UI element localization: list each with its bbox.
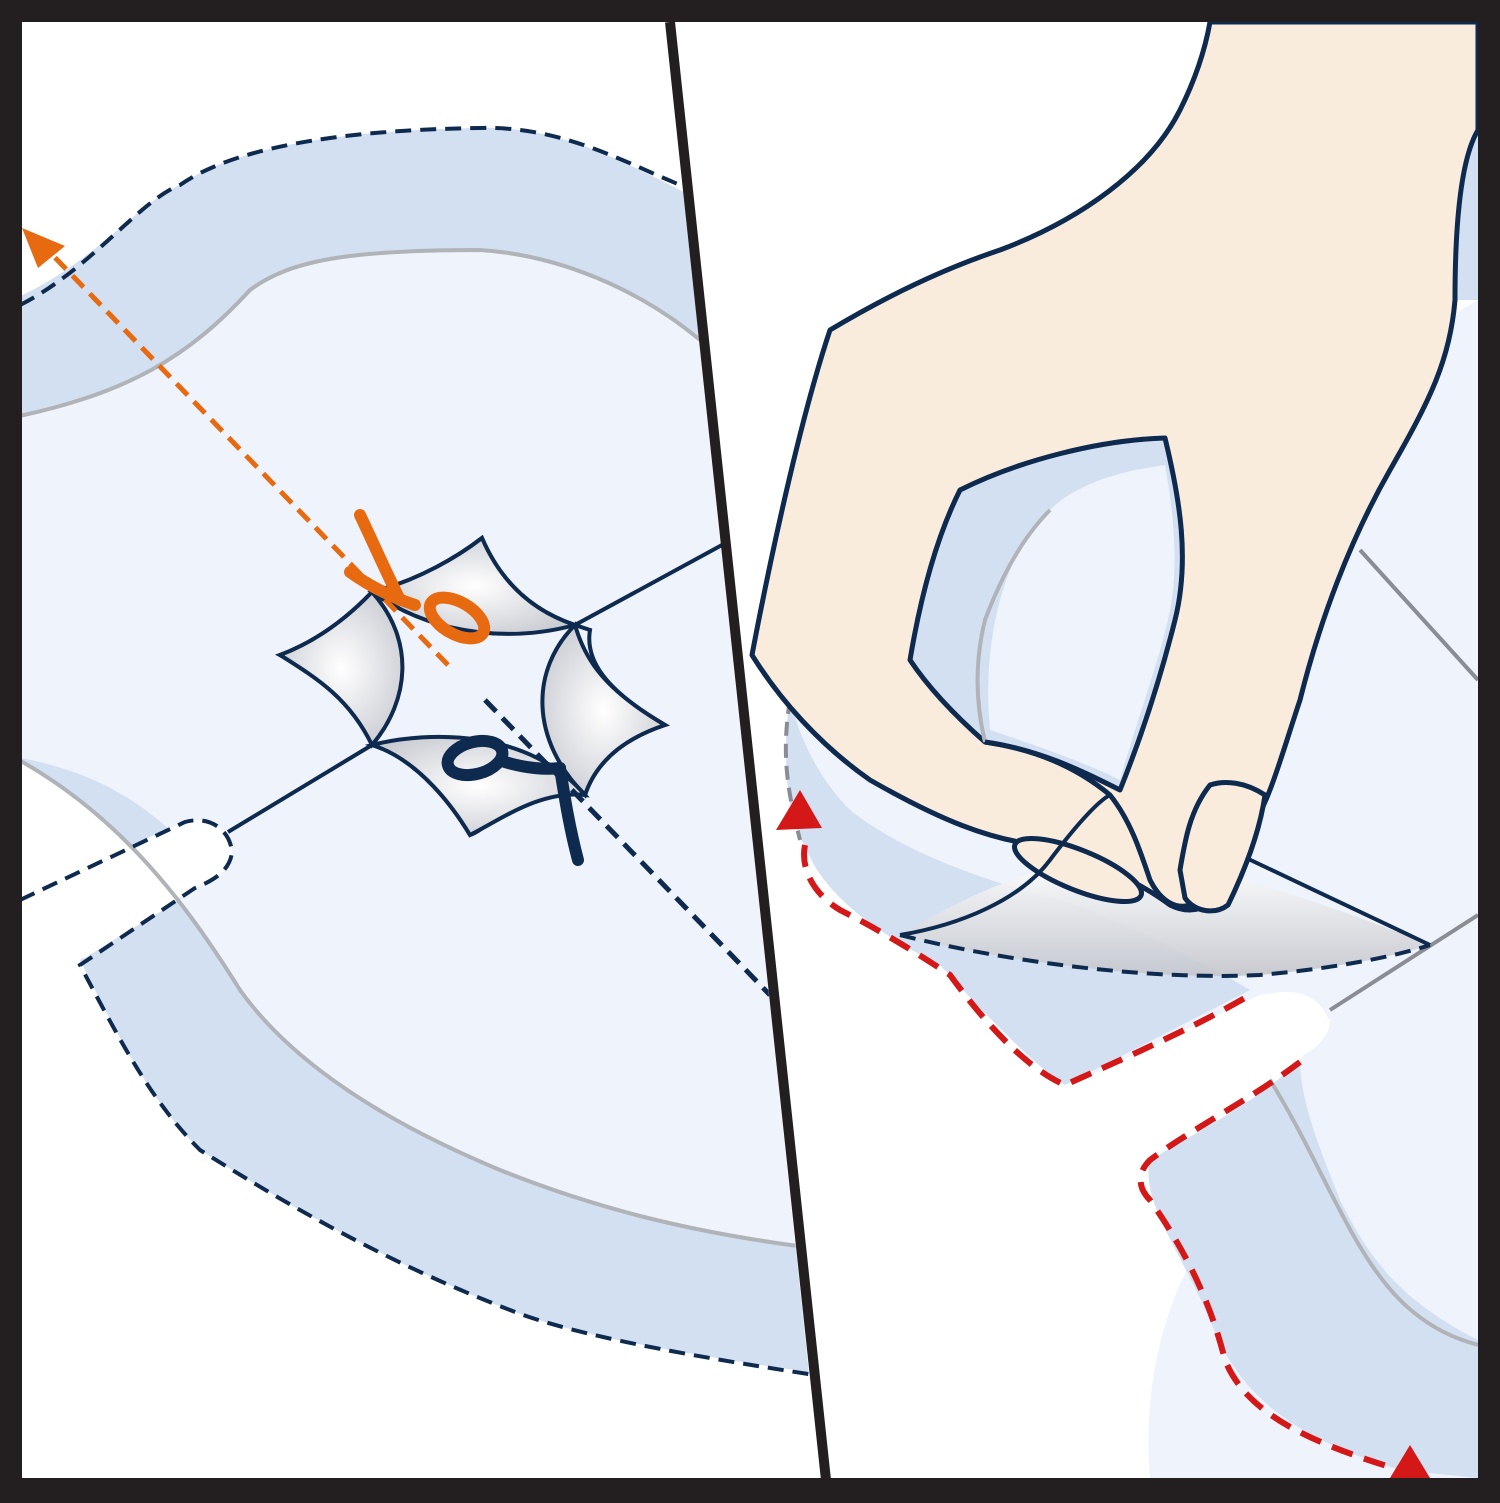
red-peel-path-lower (1137, 1059, 1401, 1473)
dressing-outline-top (22, 125, 681, 307)
peeled-film-edge (899, 933, 1431, 978)
flap-right (540, 621, 670, 799)
panel-divider (665, 21, 831, 1481)
red-arrowhead-icon (776, 790, 822, 830)
fingernail (1012, 835, 1144, 905)
navy-cut-line (483, 698, 772, 997)
pinched-film-line (899, 793, 1111, 937)
thumb (1177, 780, 1268, 914)
orange-arrowhead-icon (22, 228, 65, 268)
scissors-icon (441, 734, 584, 866)
backing-gap (22, 820, 232, 958)
red-arrowhead-icon (1390, 1445, 1430, 1478)
finger-gap-inner (988, 465, 1175, 780)
right-panel (749, 22, 1478, 1478)
index-finger-curve (984, 739, 1191, 909)
backing-gap (1080, 991, 1330, 1165)
flap-left (275, 589, 405, 749)
peeled-film-flap (900, 858, 1430, 976)
film-inner-area (22, 250, 820, 1300)
slit-line-lower (226, 743, 374, 834)
slit-line-upper (574, 543, 723, 627)
scissors-icon (344, 509, 491, 645)
gray-dashed-edge (783, 699, 802, 841)
slit-line (1358, 548, 1478, 682)
hand-icon (749, 22, 1478, 937)
red-peel-path (801, 844, 1252, 1089)
upper-dressing-band (22, 127, 700, 420)
flap-bottom (364, 734, 590, 838)
lower-dressing-band (22, 750, 820, 1375)
flap-edge-line (1239, 853, 1431, 947)
lower-dressing-band (1148, 1060, 1478, 1478)
left-panel (22, 125, 820, 1377)
flap-top (367, 534, 582, 636)
inner-edge-line-bottom (22, 748, 820, 1252)
release-line (1328, 913, 1478, 1012)
dressing-outline-tab (22, 818, 816, 1377)
inner-edge-line (1268, 1078, 1478, 1347)
film-edge-behind-hand (975, 508, 1052, 743)
inner-edge-line-top (22, 247, 702, 422)
